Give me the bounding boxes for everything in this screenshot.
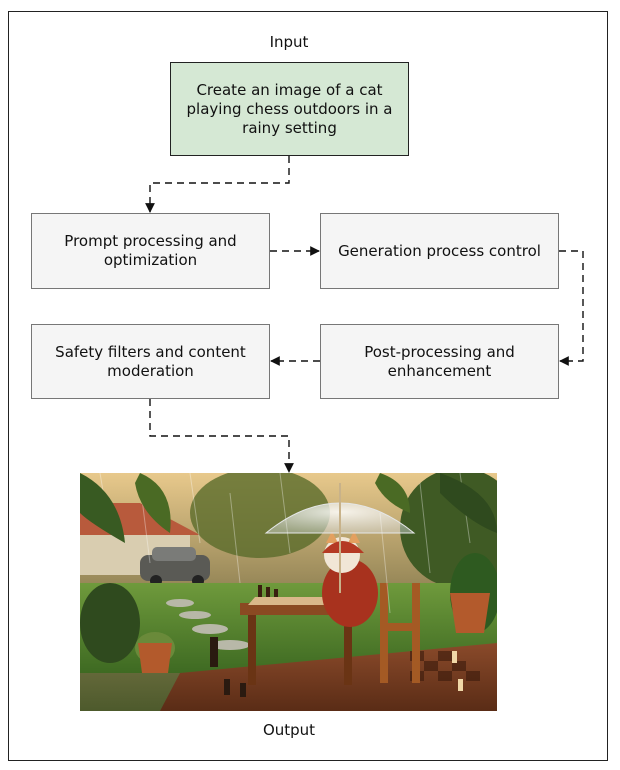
input-prompt-line: rainy setting: [242, 118, 337, 137]
output-image: [80, 473, 497, 711]
step-label: enhancement: [387, 361, 492, 380]
input-prompt-box: Create an image of a cat playing chess o…: [170, 62, 409, 156]
input-label: Input: [269, 33, 309, 51]
step-post-processing: Post-processing and enhancement: [320, 324, 559, 399]
output-label: Output: [262, 721, 316, 739]
step-safety-filters: Safety filters and content moderation: [31, 324, 270, 399]
step-prompt-processing: Prompt processing and optimization: [31, 213, 270, 289]
step-label: Prompt processing and: [64, 232, 237, 250]
connector-safety-to-output: [149, 399, 294, 473]
step-label: optimization: [103, 251, 198, 269]
connector-input-to-prompt: [145, 156, 290, 213]
connector-generation-to-postprocess: [559, 250, 584, 366]
input-prompt-line: playing chess outdoors in a: [186, 99, 393, 118]
step-label: Post-processing and: [364, 342, 515, 361]
step-generation-control: Generation process control: [320, 213, 559, 289]
input-prompt-line: Create an image of a cat: [196, 80, 383, 99]
step-label: Safety filters and content: [55, 342, 246, 361]
step-label: moderation: [107, 361, 194, 380]
step-label: Generation process control: [338, 241, 541, 260]
